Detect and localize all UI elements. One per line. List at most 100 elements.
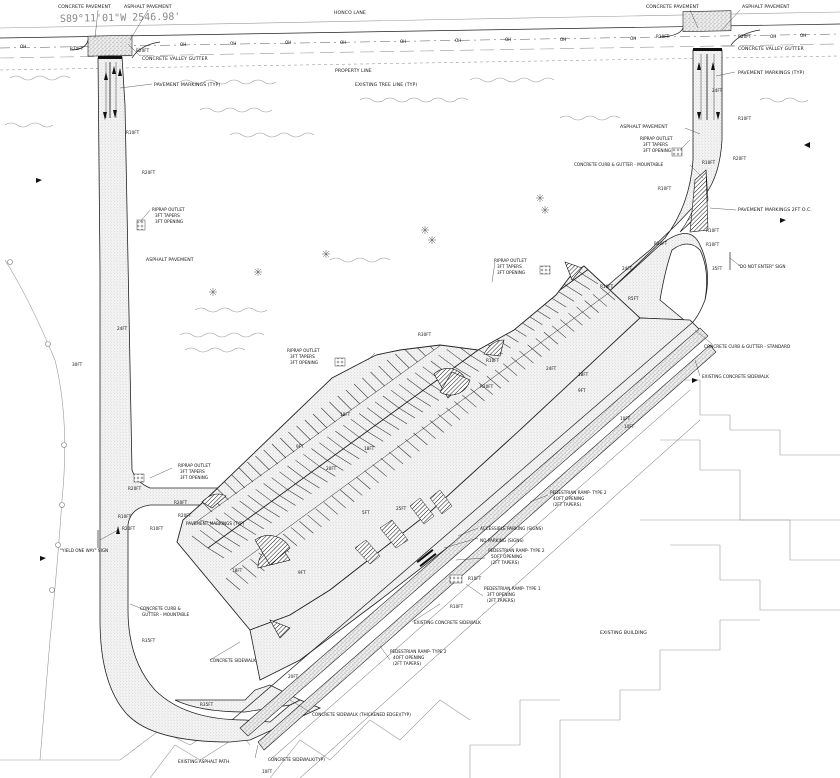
- parking-stall-stripe: [485, 287, 500, 303]
- parking-stall-stripe: [331, 495, 347, 509]
- parking-stall-stripe: [398, 384, 416, 397]
- parking-stall-stripe: [374, 401, 392, 415]
- parking-stall-stripe: [386, 359, 402, 375]
- parking-stall-stripe: [543, 246, 557, 260]
- parking-stall-stripe: [343, 424, 360, 438]
- parking-stall-stripe: [315, 508, 330, 521]
- parking-stall-stripe: [215, 541, 233, 553]
- parking-stall-stripe: [414, 372, 431, 385]
- parking-stall-stripe: [551, 325, 567, 339]
- svg-text:PEDESTRIAN RAMP- TYPE 1: PEDESTRIAN RAMP- TYPE 1: [484, 586, 541, 591]
- parking-stall-stripe: [367, 431, 384, 442]
- svg-text:OH: OH: [20, 44, 26, 49]
- parking-stall-stripe: [486, 376, 502, 389]
- property-line-label: PROPERTY LINE: [335, 68, 372, 74]
- parking-stall-stripe: [215, 518, 233, 531]
- svg-text:5OFT OPENING: 5OFT OPENING: [491, 554, 522, 559]
- tree-line: [4, 75, 809, 353]
- parking-stall-stripe: [542, 302, 559, 314]
- svg-text:EXISTING ASPHALT PATH: EXISTING ASPHALT PATH: [178, 759, 229, 764]
- tree-line-label: EXISTING TREE LINE (TYP): [355, 82, 417, 88]
- parking-stall-stripe: [288, 431, 303, 447]
- parking-stall-stripe: [565, 285, 583, 296]
- svg-text:(2FT TAPERS): (2FT TAPERS): [393, 661, 421, 666]
- parking-stall-stripe: [460, 305, 476, 321]
- parking-stall-stripe: [287, 489, 304, 500]
- parking-stall-stripe: [560, 234, 574, 248]
- svg-text:"YIELD ONE WAY" SIGN: "YIELD ONE WAY" SIGN: [60, 548, 108, 553]
- svg-text:R20FT: R20FT: [136, 48, 150, 53]
- parking-stall-stripe: [397, 445, 412, 458]
- parking-stall-stripe: [311, 471, 328, 483]
- svg-text:EXISTING CONCRETE SIDEWALK: EXISTING CONCRETE SIDEWALK: [414, 620, 481, 625]
- parking-stall-stripe: [494, 314, 511, 327]
- parking-stall-stripe: [478, 325, 495, 339]
- svg-text:3FT OPENING: 3FT OPENING: [290, 360, 318, 365]
- svg-text:3FT TAPERS: 3FT TAPERS: [180, 469, 205, 474]
- parking-stall-stripe: [307, 514, 322, 528]
- boundary-arc: [4, 259, 66, 761]
- svg-text:20FT: 20FT: [326, 466, 337, 471]
- parking-stall-stripe: [207, 547, 225, 559]
- parking-stall-stripe: [339, 489, 355, 502]
- svg-text:(2FT TAPERS): (2FT TAPERS): [491, 560, 519, 565]
- labels-right-drive: R10FT ASPHALT PAVEMENT RIPRAP OUTLET 3FT…: [574, 116, 812, 271]
- parking-stall-stripe: [380, 458, 396, 471]
- parking-stall-stripe: [364, 470, 379, 484]
- svg-text:OH: OH: [230, 41, 236, 46]
- svg-text:24FT: 24FT: [712, 88, 723, 93]
- svg-text:3FT TAPERS: 3FT TAPERS: [290, 354, 315, 359]
- svg-text:OH: OH: [630, 36, 636, 41]
- parking-stall-stripe: [478, 382, 493, 395]
- parking-stall-stripe: [263, 483, 280, 496]
- svg-text:4OFT OPENING: 4OFT OPENING: [553, 496, 584, 501]
- parking-stall-stripe: [445, 407, 461, 420]
- parking-stall-stripe: [271, 501, 288, 512]
- parking-stall-stripe: [335, 430, 352, 444]
- parking-stall-stripe: [335, 454, 352, 465]
- svg-text:R20FT: R20FT: [656, 34, 670, 39]
- parking-stall-stripe: [568, 228, 582, 242]
- parking-stall-stripe: [238, 467, 254, 483]
- parking-stall-stripe: [477, 293, 492, 309]
- svg-text:(2FT TAPERS): (2FT TAPERS): [553, 502, 581, 507]
- parking-stall-stripe: [230, 473, 246, 489]
- parking-stall-stripe: [576, 306, 591, 320]
- parking-stall-stripe: [242, 565, 257, 578]
- labels-left-drive: R10FT R20FT RIPRAP OUTLET 3FT TAPERS 3FT…: [60, 130, 256, 707]
- svg-text:R35FT: R35FT: [142, 638, 156, 643]
- parking-stall-stripe: [304, 419, 320, 435]
- parking-stall-stripe: [303, 477, 320, 489]
- parking-stall-stripe: [282, 533, 298, 547]
- parking-stall-stripe: [468, 299, 484, 315]
- parking-stall-stripe: [518, 296, 535, 310]
- pavement-surface: [97, 49, 723, 743]
- svg-text:OH: OH: [180, 42, 186, 47]
- svg-text:3FT OPENING: 3FT OPENING: [180, 475, 208, 480]
- svg-text:30FT: 30FT: [72, 362, 83, 367]
- svg-text:CONCRETE CURB & GUTTER - STAND: CONCRETE CURB & GUTTER - STANDARD: [704, 344, 790, 349]
- parking-stall-stripe: [366, 407, 384, 420]
- leader-lines: [94, 9, 741, 759]
- parking-stall-stripe: [247, 494, 264, 508]
- parking-stall-stripe: [370, 371, 385, 387]
- parking-stall-stripe: [231, 506, 248, 520]
- svg-text:24FT: 24FT: [117, 326, 128, 331]
- sign-posts: [97, 252, 731, 548]
- parking-stall-stripe: [534, 284, 551, 298]
- accessible-aisles: [354, 489, 453, 565]
- parking-stall-stripe: [414, 396, 432, 407]
- parking-stall-stripe: [372, 464, 387, 477]
- svg-text:(2FT TAPERS): (2FT TAPERS): [487, 598, 515, 603]
- parking-stall-stripe: [291, 527, 306, 540]
- parking-stall-stripe: [319, 466, 336, 477]
- parking-stall-stripe: [263, 506, 280, 518]
- parking-stall-stripe: [501, 275, 517, 291]
- parking-stall-stripe: [225, 577, 241, 591]
- parking-stall-stripe: [222, 479, 237, 495]
- parking-stall-stripe: [359, 436, 376, 448]
- svg-text:OH: OH: [285, 40, 291, 45]
- parking-stall-stripe: [543, 331, 559, 345]
- parking-stall-stripe: [295, 459, 312, 473]
- parking-stall-stripe: [511, 357, 526, 370]
